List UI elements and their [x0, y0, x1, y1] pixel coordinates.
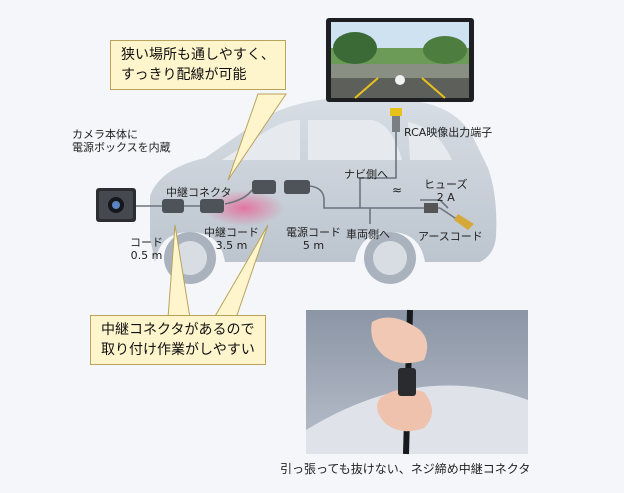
top-callout-pointer: [227, 93, 287, 181]
callout-bottom-line1: 中継コネクタがあるので: [101, 322, 255, 338]
label-camera-body-line2: 電源ボックスを内蔵: [72, 141, 171, 154]
label-ground-cord: アースコード: [418, 230, 483, 243]
callout-top-line2: すっきり配線が可能: [121, 67, 247, 83]
label-relay-cord: 中継コード 3.5 m: [204, 226, 259, 252]
callout-top-line1: 狭い場所も通しやすく、: [121, 47, 275, 63]
cable-lines: [135, 130, 459, 224]
rear-camera: [96, 188, 136, 222]
label-power-cord-line1: 電源コード: [286, 226, 341, 239]
label-fuse-line2: 2 A: [436, 191, 455, 204]
label-relay-cord-line1: 中継コード: [204, 226, 259, 239]
connector-photo: [306, 309, 528, 455]
label-camera-body-line1: カメラ本体に: [72, 128, 138, 141]
label-rca-output: RCA映像出力端子: [404, 126, 493, 139]
photo-caption: 引っ張っても抜けない、ネジ締め中継コネクタ: [280, 462, 531, 476]
front-window: [408, 122, 452, 160]
callout-easy-install: 中継コネクタがあるので 取り付け作業がしやすい: [90, 315, 266, 365]
label-wave: ≈: [392, 183, 403, 197]
label-vehicle-side: 車両側へ: [346, 228, 390, 241]
navigation-monitor: [326, 18, 474, 102]
label-relay-cord-line2: 3.5 m: [215, 239, 248, 252]
ground-terminal: [454, 214, 474, 230]
label-navi-side: ナビ側へ: [344, 168, 388, 181]
label-cord-short: コード 0.5 m: [130, 236, 163, 262]
label-camera-body: カメラ本体に 電源ボックスを内蔵: [72, 128, 171, 154]
callout-slim-wiring: 狭い場所も通しやすく、 すっきり配線が可能: [110, 40, 286, 90]
connector-highlight-glow: [204, 190, 284, 226]
cable-connectors: [162, 180, 310, 213]
label-fuse: ヒューズ 2 A: [424, 178, 467, 204]
fuse-holder: [424, 203, 438, 213]
label-fuse-line1: ヒューズ: [424, 178, 468, 191]
label-power-cord: 電源コード 5 m: [286, 226, 341, 252]
side-window: [308, 120, 402, 160]
label-relay-connector: 中継コネクタ: [166, 186, 232, 199]
label-power-cord-line2: 5 m: [302, 239, 325, 252]
callout-bottom-line2: 取り付け作業がしやすい: [101, 342, 255, 358]
label-cord-short-line1: コード: [130, 236, 163, 249]
label-cord-short-line2: 0.5 m: [130, 249, 163, 262]
rca-plug: [390, 108, 402, 132]
